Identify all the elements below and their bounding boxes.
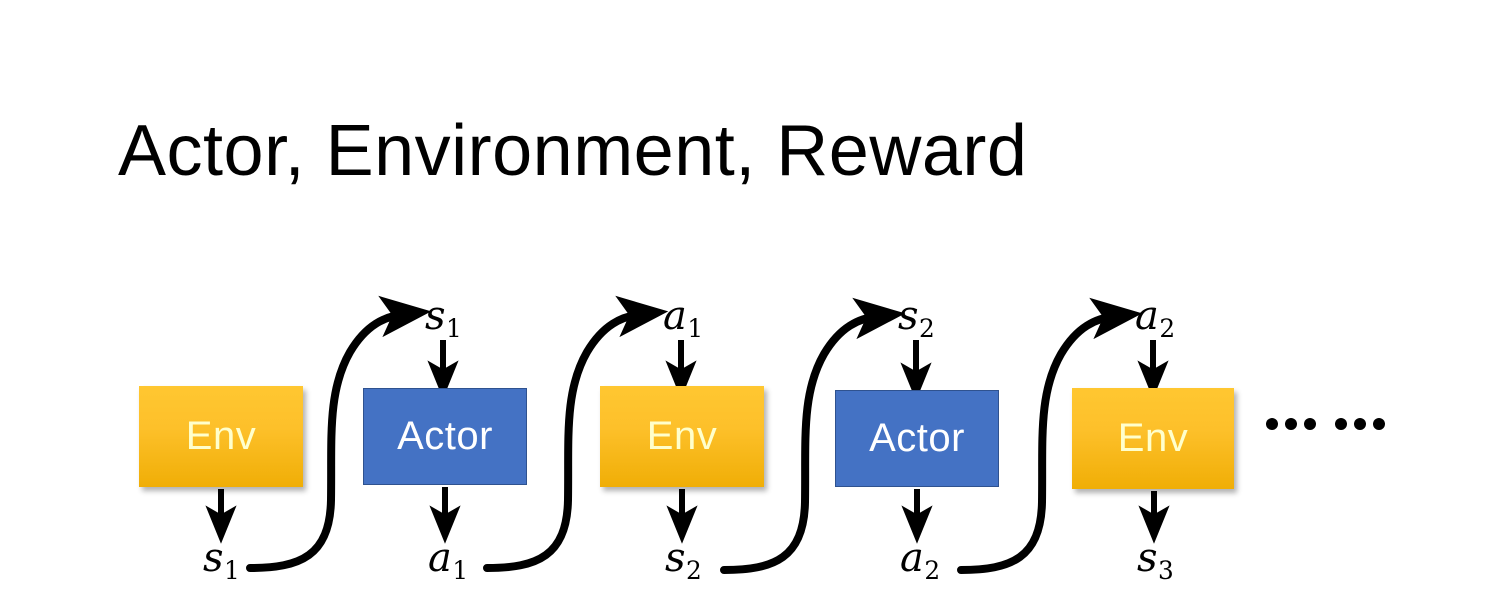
symbol: a [428,535,452,581]
symbol: s [425,293,446,339]
node-box-env-2[interactable]: Env [600,386,764,487]
symbol: s [665,535,686,581]
node-label: Env [185,414,257,458]
continuation-ellipsis [1266,418,1385,430]
state-label-s1-top: s1 [425,296,462,342]
subscript: 2 [919,313,935,343]
subscript: 2 [924,555,941,585]
node-label: Actor [869,416,965,460]
ellipsis-dot [1373,418,1385,430]
subscript: 1 [452,555,469,585]
node-box-env-1[interactable]: Env [139,386,303,487]
node-label: Env [1117,416,1189,460]
subscript: 3 [1158,555,1174,585]
page-title: Actor, Environment, Reward [118,111,1028,191]
symbol: s [203,535,224,581]
symbol: s [898,293,919,339]
ellipsis-dot [1266,418,1278,430]
symbol: a [900,535,924,581]
action-label-a1-bottom: a1 [428,538,468,584]
subscript: 2 [1159,313,1176,343]
state-label-s3-bottom: s3 [1137,538,1174,584]
node-label: Actor [397,414,493,458]
state-label-s1-bottom: s1 [203,538,240,584]
box-to-label-arrows [205,487,1170,544]
label-to-box-arrows [427,340,1169,401]
ellipsis-dot [1285,418,1297,430]
action-label-a2-top: a2 [1135,296,1175,342]
node-label: Env [646,414,718,458]
ellipsis-dot [1304,418,1316,430]
node-box-actor-1[interactable]: Actor [363,388,527,485]
ellipsis-dot [1354,418,1366,430]
subscript: 1 [224,555,240,585]
node-box-env-3[interactable]: Env [1072,388,1234,489]
symbol: a [663,293,687,339]
ellipsis-gap [1323,424,1328,425]
symbol: a [1135,293,1159,339]
ellipsis-dot [1335,418,1347,430]
symbol: s [1137,535,1158,581]
subscript: 1 [446,313,462,343]
state-label-s2-top: s2 [898,296,935,342]
node-box-actor-2[interactable]: Actor [835,390,999,487]
action-label-a2-bottom: a2 [900,538,940,584]
state-label-s2-bottom: s2 [665,538,702,584]
subscript: 2 [686,555,702,585]
action-label-a1-top: a1 [663,296,703,342]
subscript: 1 [687,313,704,343]
